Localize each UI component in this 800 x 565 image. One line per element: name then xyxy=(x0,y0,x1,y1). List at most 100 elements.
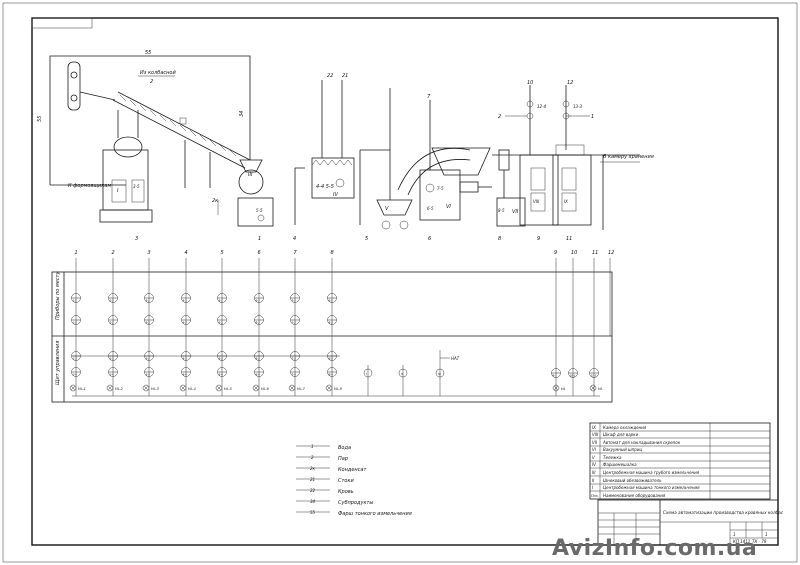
legend-name: Пар xyxy=(338,456,348,462)
gauge-tag: 3-2 xyxy=(146,321,151,325)
process-flow: 55 55 Из колбасной 2 I 3-5 xyxy=(37,50,654,242)
lamp-cross xyxy=(326,385,332,391)
legend-name: Конденсат xyxy=(338,467,367,473)
lamp-cross xyxy=(143,385,149,391)
lamp-cross xyxy=(289,385,295,391)
equip-name: Наименование оборудования xyxy=(603,493,666,498)
gauge-tag: 3-3 xyxy=(146,357,151,361)
gauge-tag: 2-3 xyxy=(110,357,115,361)
equip-name: Центробежная машина тонкого измельчения xyxy=(603,485,700,490)
label-2-left: 2 xyxy=(498,114,501,120)
to-cooling-label: В камеру хранения xyxy=(603,154,654,160)
instrument-columns: 11-11-21-31-4HL-122-12-22-32-4HL-233-13-… xyxy=(69,250,343,396)
gauge-tag: 4-2 xyxy=(183,321,188,325)
unit-III: III 5-5 xyxy=(237,159,274,227)
code-bottom: ТК - 79 xyxy=(752,539,767,544)
unit-I: I 3-5 xyxy=(99,110,153,223)
gauge-tag: 7-4 xyxy=(292,373,297,377)
column-number: 6 xyxy=(258,250,261,256)
bottom-num: 9 xyxy=(537,236,540,242)
signal-lamp xyxy=(252,384,260,392)
equip-code: VIII xyxy=(592,432,599,437)
gauge-tag: 3-4 xyxy=(146,373,151,377)
signal-lamp xyxy=(179,384,187,392)
signal-lamp xyxy=(142,384,150,392)
lamp-label: HL xyxy=(561,387,566,391)
gauge-tag: 6-2 xyxy=(256,321,261,325)
column-number: 9 xyxy=(554,250,557,256)
unit-12-4-label: 12-4 xyxy=(537,104,547,109)
gauge-tag: 4-3 xyxy=(183,357,188,361)
lamp-label: HL-8 xyxy=(334,387,343,391)
unit-5-5-label: 5-5 xyxy=(256,208,263,213)
gauge-tag: 1-3 xyxy=(73,357,78,361)
num-7-label: 7 xyxy=(427,94,431,100)
lamp-label: HL xyxy=(598,387,603,391)
legend-code: 1 xyxy=(311,444,314,449)
unit-VI-label: VI xyxy=(446,204,451,210)
equip-name: Вакуумный шприц xyxy=(603,447,642,452)
gauge-tag: 7-2 xyxy=(292,321,297,325)
column-number: 10 xyxy=(571,250,577,256)
control-panel: Приборы по месту Щит управления 11-11-21… xyxy=(51,250,614,403)
num-22-label: 22 xyxy=(327,73,333,79)
gauge-tag: 6-3 xyxy=(256,357,261,361)
unit-I-label: I xyxy=(117,188,119,194)
equip-code: I xyxy=(592,485,594,490)
equip-code: IV xyxy=(592,462,596,467)
unit-7-5-label: 7-5 xyxy=(437,186,444,191)
lamp-cross xyxy=(553,385,559,391)
screw-conveyor xyxy=(112,91,251,188)
gauge-tag: 2-4 xyxy=(110,373,115,377)
unit-IX: IX 13-3 1 xyxy=(552,85,594,226)
gauge-tag: 7-1 xyxy=(292,299,297,303)
gauge-tag: 5-2 xyxy=(219,321,224,325)
legend-name: Стоки xyxy=(338,478,354,484)
hoist-unit xyxy=(49,60,126,186)
stamp-corner xyxy=(31,17,93,29)
pipe-55-top-label: 55 xyxy=(145,50,151,56)
lamp-cross xyxy=(216,385,222,391)
num-21-label: 21 xyxy=(342,73,348,79)
column-number: 1 xyxy=(75,250,78,256)
legend-code: 2 xyxy=(311,455,314,460)
column-number: 5 xyxy=(221,250,224,256)
unit-VII: 8-5 VII xyxy=(496,149,526,227)
equip-code: II xyxy=(592,478,595,483)
process-bottom-numbers: 3 1 4 5 6 8 9 11 xyxy=(135,236,572,242)
legend-code: 21 xyxy=(310,477,315,482)
legend-name: Фарш тонкого измельчения xyxy=(338,511,412,517)
gauge-tag: 5-1 xyxy=(219,299,224,303)
column-number: 4 xyxy=(185,250,188,256)
mid-gauge-label: I xyxy=(366,372,367,376)
lamp-cross xyxy=(590,385,596,391)
column-number: 12 xyxy=(608,250,614,256)
lamp-label: HL-7 xyxy=(297,387,306,391)
column-number: 7 xyxy=(294,250,298,256)
unit-VIII-label: VIII xyxy=(533,199,540,204)
gauge-tag: 8-4 xyxy=(329,373,334,377)
gauge-tag: 6-4 xyxy=(256,373,261,377)
lamp-cross xyxy=(107,385,113,391)
unit-VIII: VIII 12-4 2 xyxy=(498,85,559,226)
lamp-label: HL-3 xyxy=(151,387,159,391)
unit-13-3-label: 13-3 xyxy=(573,104,583,109)
num-12-label: 12 xyxy=(567,80,573,86)
lamp-cross xyxy=(70,385,76,391)
mid-gauge-label: II xyxy=(401,372,403,376)
unit-V-label: V xyxy=(385,206,389,212)
signal-lamp xyxy=(69,384,77,392)
drawing-title: Схема автоматизации производства кровяны… xyxy=(663,510,784,515)
legend-code: 22 xyxy=(310,488,316,493)
to-molding-label: К формовщикам xyxy=(68,183,111,189)
gauge-tag: 11-1 xyxy=(591,374,597,378)
unit-3-5-label: 3-5 xyxy=(133,184,140,189)
lamp-label: HL-1 xyxy=(78,387,86,391)
unit-V: V xyxy=(360,88,413,230)
legend-name: Вода xyxy=(338,445,351,451)
unit-8-5-label: 8-5 xyxy=(498,208,505,213)
equip-name: Автомат для накладывания скрепок xyxy=(602,440,681,445)
unit-III-label: III xyxy=(248,172,253,178)
